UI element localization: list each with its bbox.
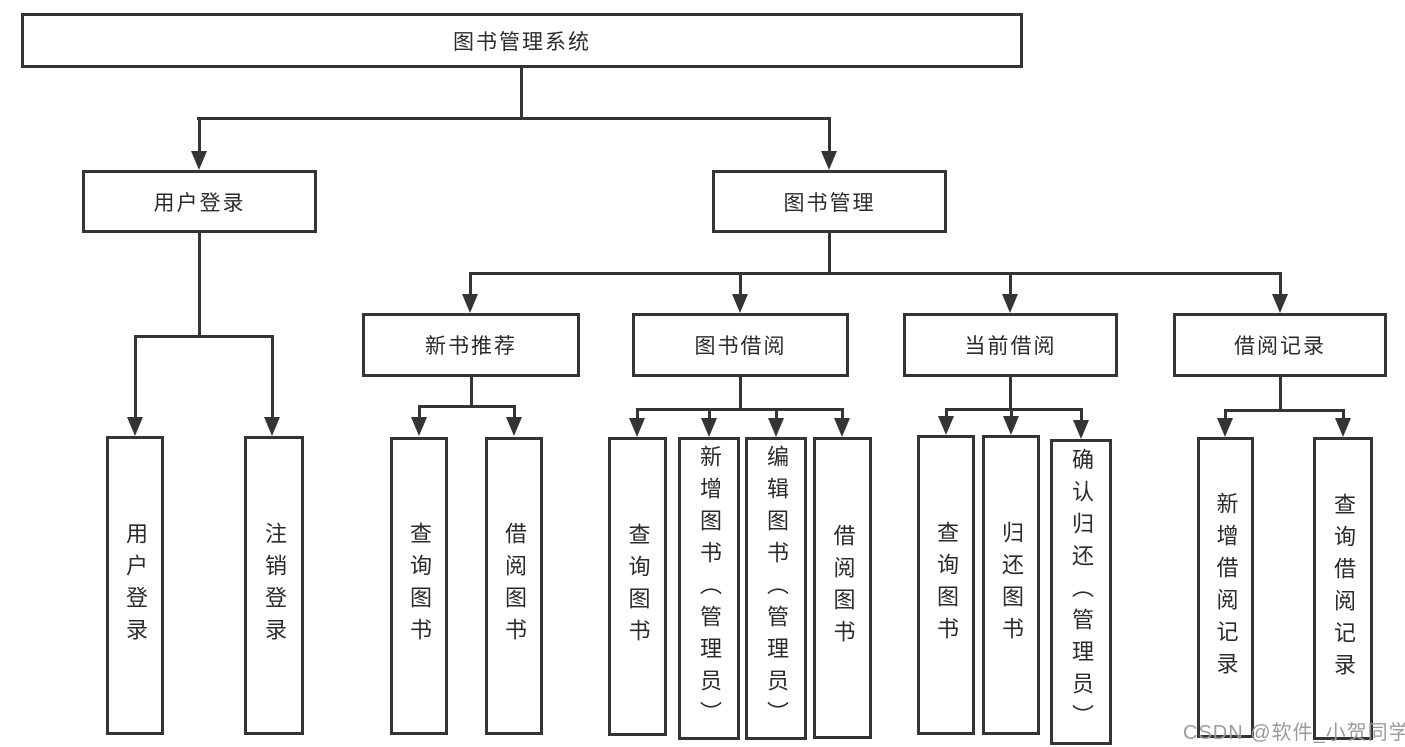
connector-borrowing-vertical: [739, 377, 742, 408]
connector-book-mgmt-vertical: [828, 233, 831, 272]
connector-book-mgmt-rail: [469, 272, 1282, 275]
connector-stem-cu-confirm: [1080, 408, 1083, 422]
connector-level1-rail: [197, 117, 831, 120]
arrowhead-into-current-icon: [1002, 294, 1018, 313]
connector-stem-leaf-logout: [271, 335, 274, 419]
connector-stem-book-mgmt: [828, 117, 831, 153]
connector-records-rail: [1224, 409, 1345, 412]
connector-stem-leaf-login: [134, 335, 137, 419]
node-root: 图书管理系统: [21, 13, 1023, 68]
arrowhead-into-user-login-icon: [191, 151, 207, 170]
connector-user-login-vertical: [198, 233, 201, 335]
leaf-bw-borrow-books: 借阅图书: [813, 437, 872, 739]
arrowhead-into-new-book-icon: [462, 294, 478, 313]
leaf-bw-query-books: 查询图书: [608, 437, 667, 736]
arrowhead-into-nb-query-icon: [411, 417, 427, 436]
connector-root-vertical: [520, 68, 523, 117]
arrowhead-into-cu-query-icon: [938, 416, 954, 435]
arrowhead-into-leaf-login-icon: [127, 417, 143, 436]
connector-current-rail: [945, 408, 1083, 411]
leaf-logout: 注销登录: [244, 436, 304, 735]
leaf-nb-query-books: 查询图书: [390, 437, 448, 735]
node-borrowing: 图书借阅: [632, 313, 849, 377]
arrowhead-into-bw-add-icon: [701, 418, 717, 437]
leaf-cu-query-books: 查询图书: [917, 435, 975, 735]
leaf-rc-add-record: 新增借阅记录: [1197, 437, 1254, 738]
connector-current-vertical: [1009, 377, 1012, 408]
connector-stem-nb-query: [418, 405, 421, 419]
arrowhead-into-borrowing-icon: [732, 294, 748, 313]
node-new-book: 新书推荐: [362, 313, 580, 377]
connector-stem-bw-borrow: [841, 408, 844, 420]
connector-stem-new-book: [469, 272, 472, 296]
connector-stem-bw-edit: [775, 408, 778, 420]
arrowhead-into-bw-borrow-icon: [834, 418, 850, 437]
leaf-bw-add-books-admin: 新增图书（管理员）: [678, 437, 740, 740]
node-records: 借阅记录: [1173, 313, 1387, 377]
leaf-cu-confirm-return-admin: 确认归还（管理员）: [1050, 439, 1112, 745]
arrowhead-into-leaf-logout-icon: [264, 417, 280, 436]
connector-stem-records: [1279, 272, 1282, 296]
connector-stem-cu-return: [1010, 408, 1013, 418]
node-book-mgmt: 图书管理: [712, 170, 947, 233]
connector-stem-cu-query: [945, 408, 948, 418]
node-user-login: 用户登录: [82, 170, 317, 233]
connector-stem-user-login: [198, 117, 201, 153]
leaf-cu-return-books: 归还图书: [982, 435, 1040, 735]
arrowhead-into-bw-query-icon: [629, 418, 645, 437]
connector-stem-bw-query: [636, 408, 639, 420]
arrowhead-into-bw-edit-icon: [768, 418, 784, 437]
arrowhead-into-rc-query-icon: [1335, 418, 1351, 437]
arrowhead-into-cu-confirm-icon: [1073, 420, 1089, 439]
connector-stem-rc-query: [1342, 409, 1345, 420]
connector-stem-bw-add: [708, 408, 711, 420]
leaf-bw-edit-books-admin: 编辑图书（管理员）: [745, 437, 807, 740]
connector-stem-borrowing: [739, 272, 742, 296]
connector-stem-nb-borrow: [513, 405, 516, 419]
connector-borrowing-rail: [636, 408, 844, 411]
leaf-nb-borrow-books: 借阅图书: [485, 437, 543, 735]
leaf-rc-query-record: 查询借阅记录: [1313, 437, 1373, 740]
arrowhead-into-nb-borrow-icon: [506, 417, 522, 436]
connector-new-book-vertical: [470, 377, 473, 405]
csdn-watermark: CSDN @软件_小贺同学: [1183, 722, 1405, 744]
connector-stem-current: [1009, 272, 1012, 296]
arrowhead-into-records-icon: [1272, 294, 1288, 313]
arrowhead-into-book-mgmt-icon: [821, 151, 837, 170]
arrowhead-into-cu-return-icon: [1003, 416, 1019, 435]
connector-user-login-rail: [134, 335, 274, 338]
leaf-user-login: 用户登录: [106, 436, 164, 735]
connector-new-book-rail: [418, 405, 516, 408]
node-current: 当前借阅: [903, 313, 1118, 377]
arrowhead-into-rc-add-icon: [1217, 418, 1233, 437]
connector-records-vertical: [1279, 377, 1282, 409]
connector-stem-rc-add: [1224, 409, 1227, 420]
